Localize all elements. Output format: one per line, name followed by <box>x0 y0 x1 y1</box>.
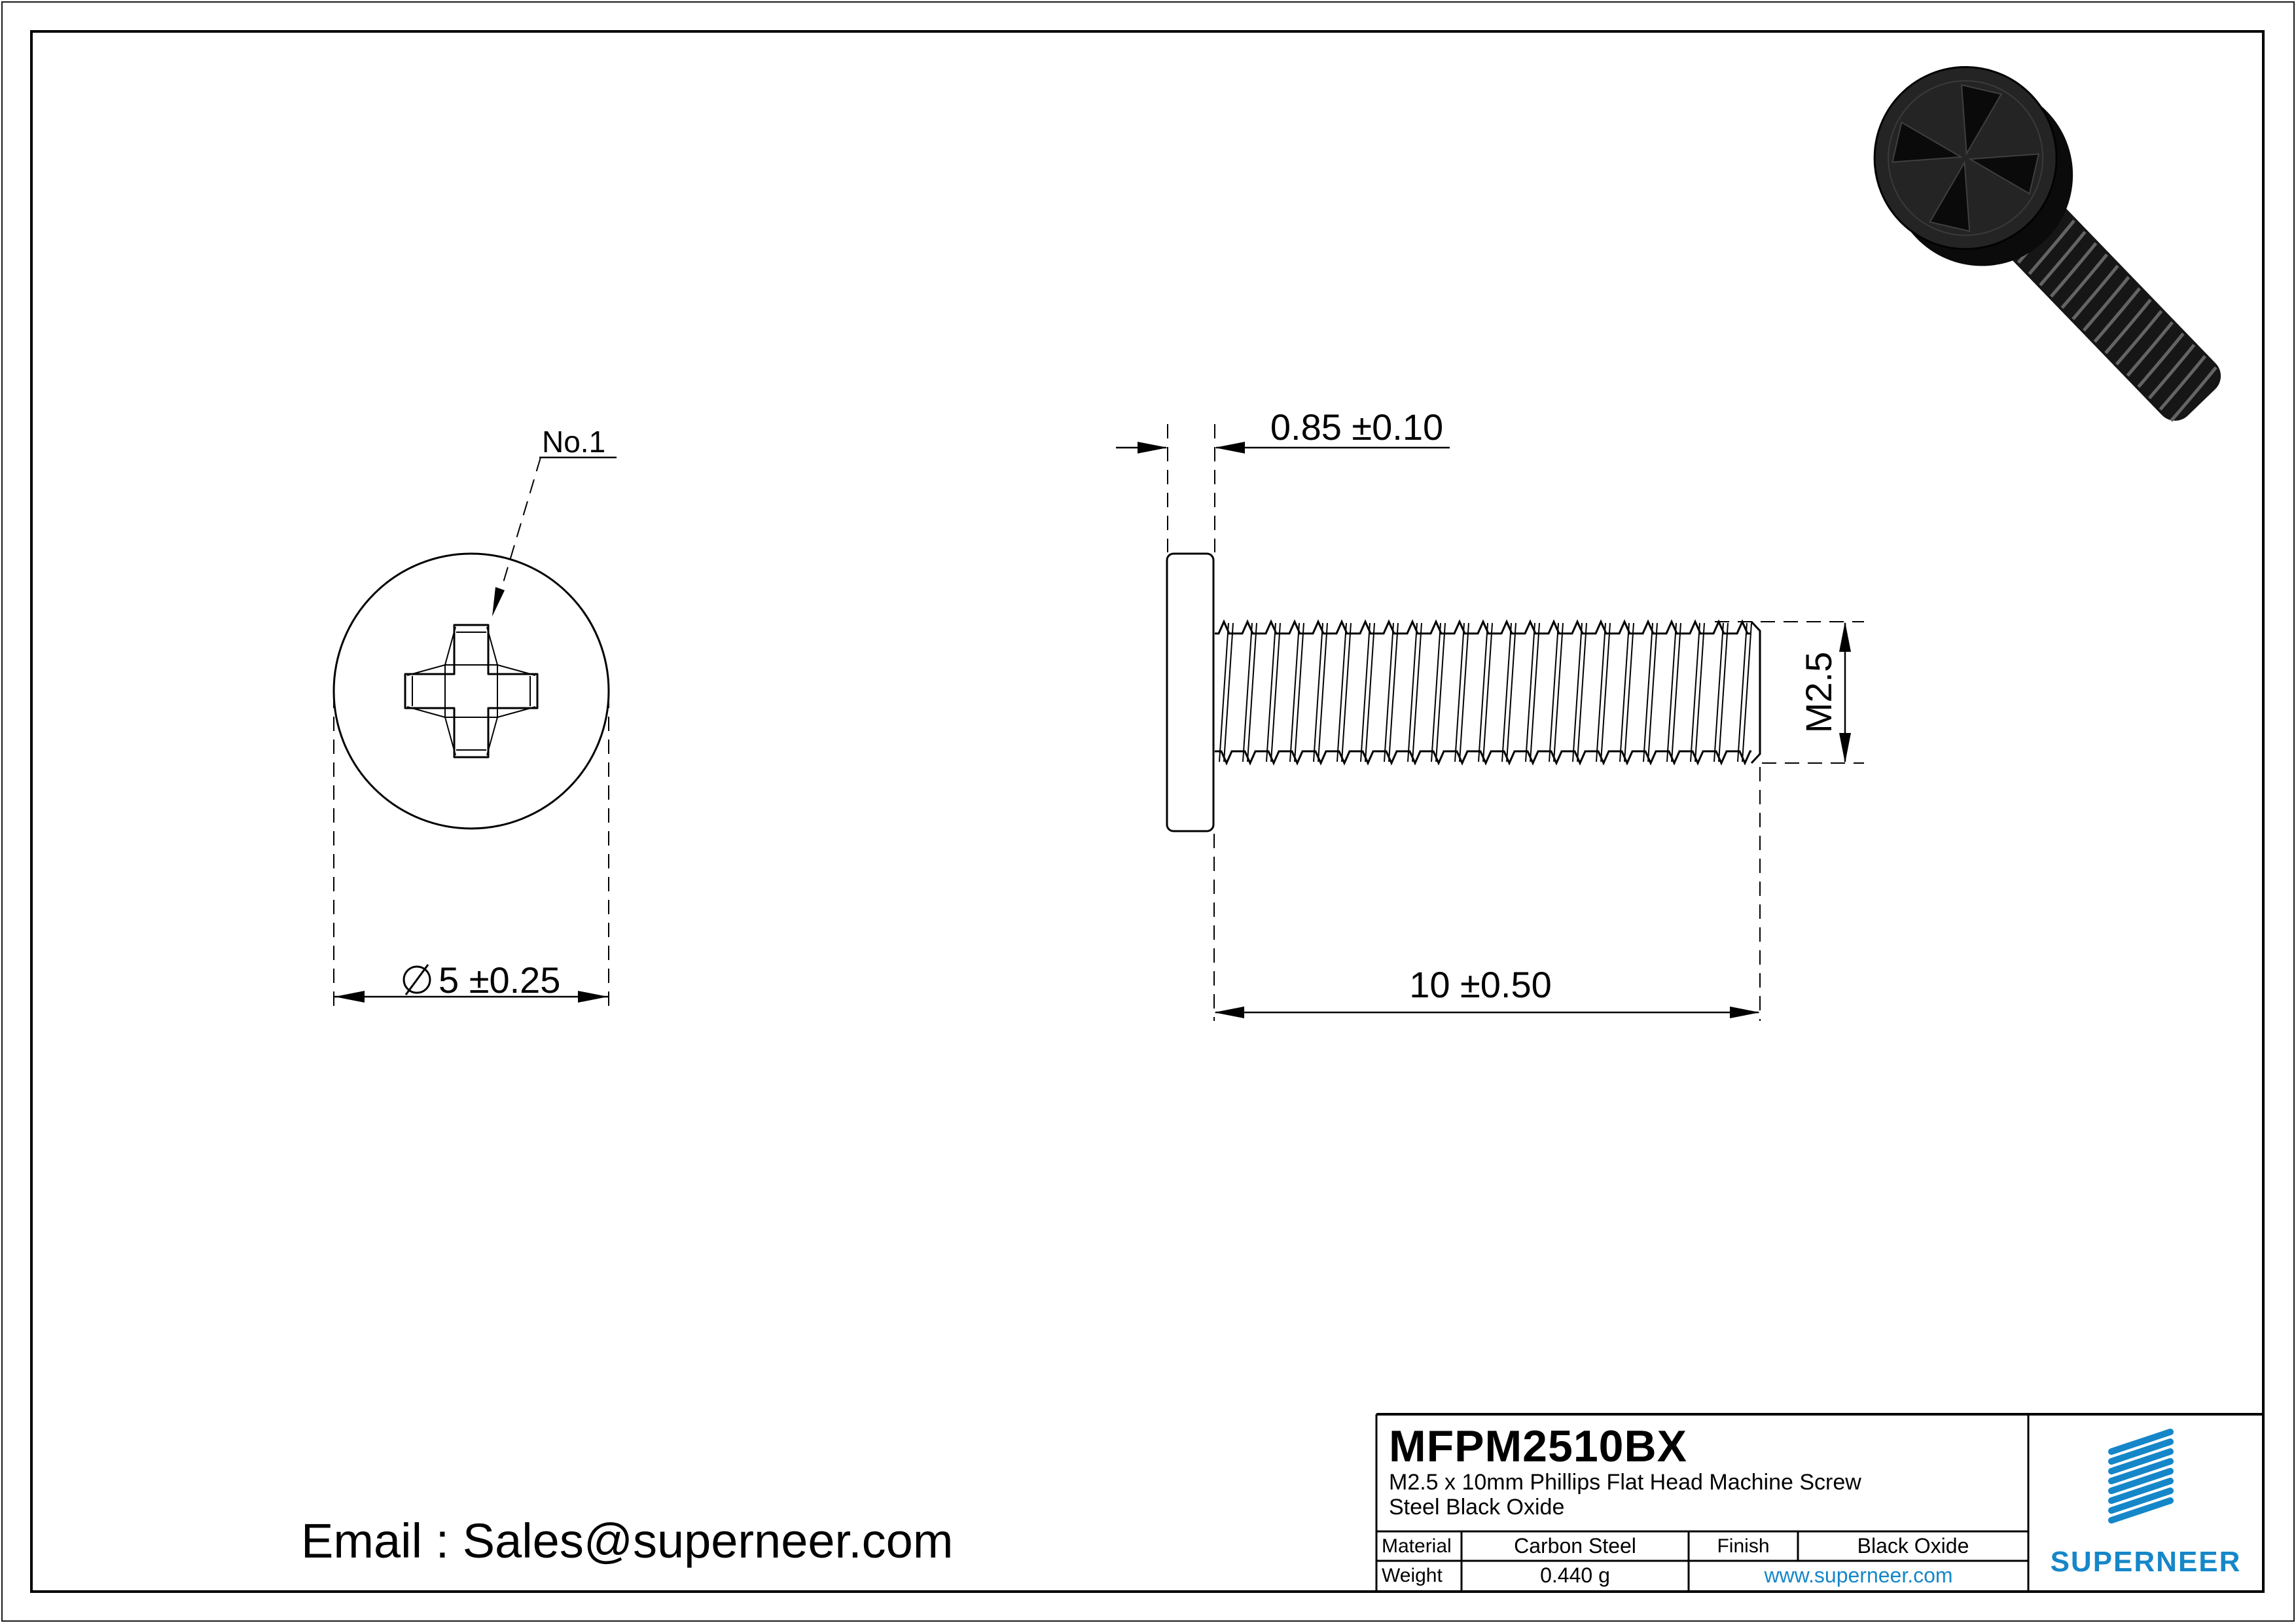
side-view <box>1166 552 1761 832</box>
thread-diameter-dimension: M2.5 <box>1715 621 1864 764</box>
brand-logo-icon <box>2108 1429 2174 1524</box>
diameter-icon <box>403 964 431 995</box>
head-thickness-dimension: 0.85 ±0.10 <box>1116 406 1450 552</box>
thread-dim-text: M2.5 <box>1798 652 1839 734</box>
screw-3d-image <box>1873 66 2221 422</box>
phillips-flank-lines <box>406 626 536 756</box>
length-dimension: 10 ±0.50 <box>1213 767 1761 1021</box>
finish-value: Black Oxide <box>1857 1534 1969 1558</box>
material-value: Carbon Steel <box>1514 1534 1636 1558</box>
drawing-frame <box>30 30 2265 1593</box>
material-label: Material <box>1382 1535 1452 1557</box>
website-link[interactable]: www.superneer.com <box>1764 1563 1953 1587</box>
phillips-center-square <box>444 664 498 718</box>
leader-arrowhead <box>492 587 505 616</box>
description-line1: M2.5 x 10mm Phillips Flat Head Machine S… <box>1389 1470 1861 1495</box>
finish-label: Finish <box>1717 1535 1770 1557</box>
brand-name: SUPERNEER <box>2050 1546 2242 1578</box>
callout-leader <box>492 456 617 616</box>
phillips-endcap-lines <box>412 632 531 751</box>
head-dim-text: 0.85 ±0.10 <box>1270 406 1443 448</box>
shank-end-chamfer <box>1750 620 1761 764</box>
phillips-recess-3d <box>1876 69 2040 247</box>
phillips-cross-outline <box>404 624 539 758</box>
contact-email: Email : Sales@superneer.com <box>301 1514 954 1568</box>
weight-value: 0.440 g <box>1540 1563 1610 1587</box>
description-line2: Steel Black Oxide <box>1389 1495 1565 1520</box>
callout-text: No.1 <box>542 425 605 459</box>
part-number: MFPM2510BX <box>1389 1421 1687 1471</box>
diameter-dim-text: 5 ±0.25 <box>439 959 560 1001</box>
diameter-dimension: 5 ±0.25 <box>333 694 609 1012</box>
title-block-grid <box>1375 1413 2263 1592</box>
threaded-shank <box>1215 619 1752 766</box>
head-circle <box>332 552 610 830</box>
head-side-profile <box>1166 552 1215 832</box>
front-view <box>332 552 610 830</box>
weight-label: Weight <box>1382 1564 1443 1586</box>
length-dim-text: 10 ±0.50 <box>1409 964 1552 1005</box>
